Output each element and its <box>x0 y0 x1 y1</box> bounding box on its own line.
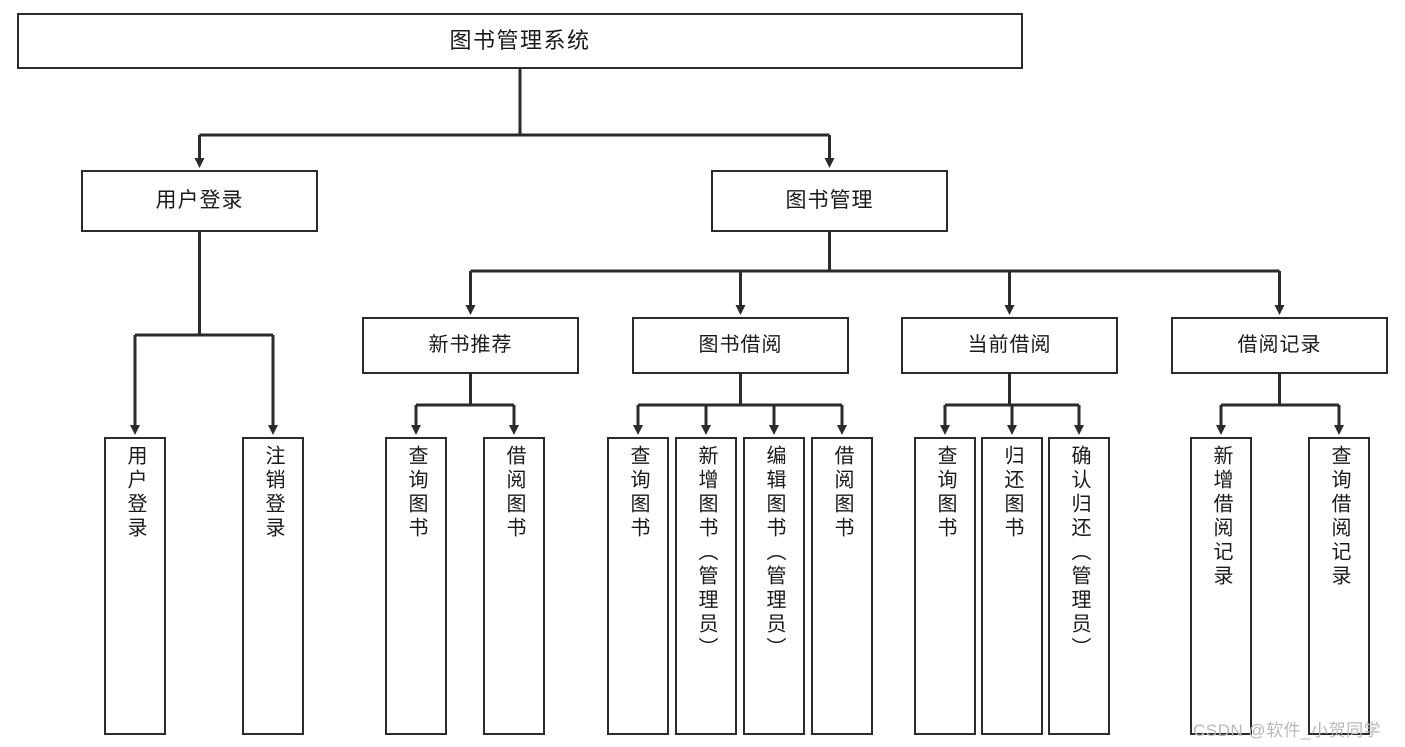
node-label: 当前借阅 <box>967 334 1052 356</box>
node-label: 归还图书 <box>1001 445 1023 541</box>
csdn-watermark: CSDN @软件_小贺同学 <box>1193 721 1382 740</box>
node-leaf4[interactable]: 借阅图书 <box>483 437 545 735</box>
node-label: 用户登录 <box>155 188 244 212</box>
node-label: 查询图书 <box>627 445 649 541</box>
node-label: 借阅图书 <box>503 445 525 541</box>
node-label: 新增借阅记录 <box>1210 445 1232 589</box>
node-label: 借阅记录 <box>1237 334 1322 356</box>
node-label: 用户登录 <box>124 445 146 541</box>
node-borrow[interactable]: 图书借阅 <box>632 317 849 374</box>
node-label: 查询图书 <box>934 445 956 541</box>
node-leaf13[interactable]: 查询借阅记录 <box>1308 437 1370 735</box>
node-root[interactable]: 图书管理系统 <box>17 13 1023 69</box>
node-leaf6[interactable]: 新增图书（管理员） <box>675 437 737 735</box>
node-leaf2[interactable]: 注销登录 <box>242 437 304 735</box>
node-label: 图书管理系统 <box>449 28 591 54</box>
node-leaf11[interactable]: 确认归还（管理员） <box>1048 437 1110 735</box>
node-leaf8[interactable]: 借阅图书 <box>811 437 873 735</box>
node-leaf1[interactable]: 用户登录 <box>104 437 166 735</box>
node-records[interactable]: 借阅记录 <box>1171 317 1388 374</box>
node-leaf5[interactable]: 查询图书 <box>607 437 669 735</box>
node-current[interactable]: 当前借阅 <box>901 317 1118 374</box>
node-leaf3[interactable]: 查询图书 <box>385 437 447 735</box>
node-leaf9[interactable]: 查询图书 <box>914 437 976 735</box>
node-bookmgmt[interactable]: 图书管理 <box>711 170 948 232</box>
node-label: 新书推荐 <box>428 334 513 356</box>
node-login[interactable]: 用户登录 <box>81 170 318 232</box>
node-label: 确认归还（管理员） <box>1068 445 1090 661</box>
node-label: 注销登录 <box>262 445 284 541</box>
node-leaf10[interactable]: 归还图书 <box>981 437 1043 735</box>
node-label: 新增图书（管理员） <box>695 445 717 661</box>
node-label: 图书管理 <box>785 188 874 212</box>
node-newbook[interactable]: 新书推荐 <box>362 317 579 374</box>
node-label: 借阅图书 <box>831 445 853 541</box>
node-label: 查询图书 <box>405 445 427 541</box>
node-label: 图书借阅 <box>698 334 783 356</box>
node-leaf7[interactable]: 编辑图书（管理员） <box>743 437 805 735</box>
node-label: 编辑图书（管理员） <box>763 445 785 661</box>
node-label: 查询借阅记录 <box>1328 445 1350 589</box>
node-leaf12[interactable]: 新增借阅记录 <box>1190 437 1252 735</box>
